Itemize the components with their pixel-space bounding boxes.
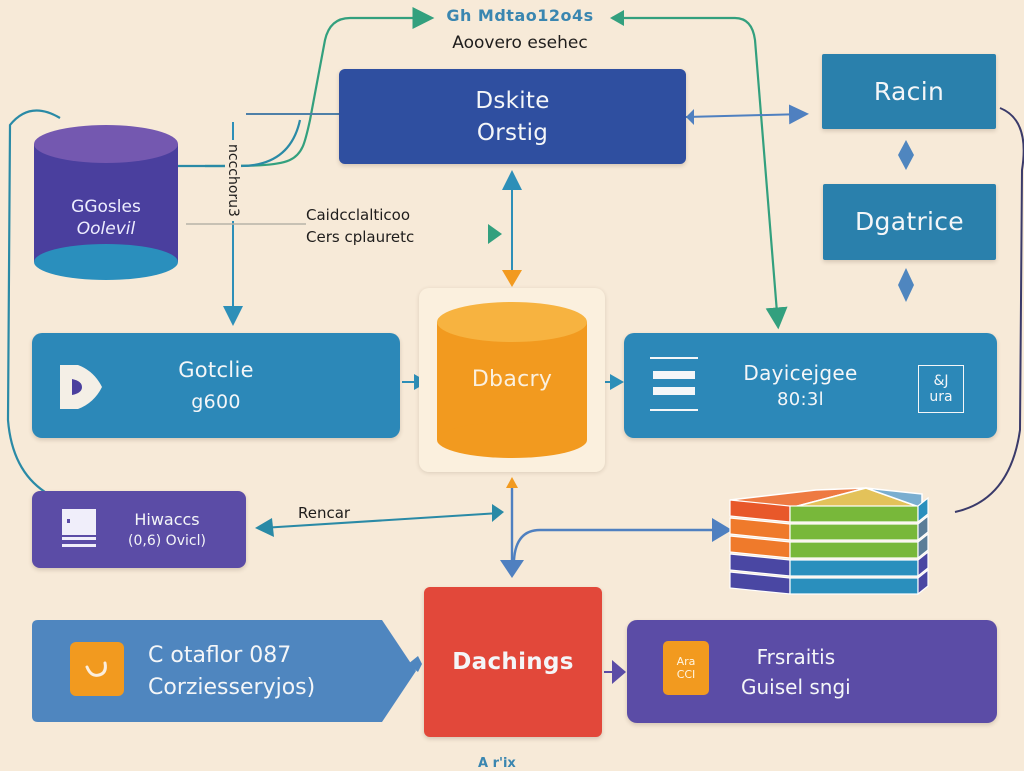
stack-layer-right bbox=[917, 496, 929, 524]
node-hiwaccs[interactable]: Hiwaccs (0,6) Ovicl) bbox=[32, 491, 246, 568]
node-dgatrice-label: Dgatrice bbox=[855, 207, 964, 236]
node-dayicejgee[interactable]: Dayicejgee 80:3l &J ura bbox=[624, 333, 997, 438]
stack-layer-right bbox=[917, 568, 929, 596]
connector-left-loop bbox=[6, 109, 61, 493]
node-dayicejgee-line2: 80:3l bbox=[777, 388, 824, 410]
annotation-mid: Caidcclalticoo Cers cplauretc bbox=[306, 204, 414, 248]
stack-layer-center bbox=[789, 541, 919, 559]
node-cotaflor-line1: C otaflor 087 bbox=[148, 643, 292, 668]
stack-top-face bbox=[865, 487, 923, 510]
connector-right-loop bbox=[954, 107, 1024, 513]
badge-icon: Ara CCI bbox=[663, 641, 709, 695]
node-database-left-line1: GGosles bbox=[71, 197, 141, 217]
stack-layer-center bbox=[789, 559, 919, 577]
badge-line1: Ara bbox=[676, 655, 696, 668]
stack-layer-right bbox=[917, 550, 929, 578]
stack-layer-center bbox=[789, 505, 919, 523]
diagram-subtitle: Aoovero esehec bbox=[452, 33, 588, 53]
node-gotclie-line2: g600 bbox=[191, 390, 241, 413]
footer-fragment: A r'ix bbox=[478, 756, 516, 771]
badge-line2: CCI bbox=[676, 668, 696, 681]
node-gotclie-line1: Gotclie bbox=[178, 357, 254, 382]
cylinder-icon bbox=[437, 302, 587, 458]
stack-layer-center bbox=[789, 523, 919, 541]
stack-layer-center bbox=[789, 577, 919, 595]
list-lines-icon bbox=[650, 357, 698, 417]
refresh-icon bbox=[70, 642, 124, 696]
node-frsraitis-line1: Frsraitis bbox=[756, 645, 836, 669]
node-gotclie[interactable]: Gotclie g600 bbox=[32, 333, 400, 438]
edge-label-rencar: Rencar bbox=[298, 504, 351, 522]
annotation-mid-line2: Cers cplauretc bbox=[306, 228, 415, 246]
d-shape-icon bbox=[58, 363, 104, 415]
connector-top-to-racin bbox=[685, 104, 809, 125]
node-cotaflor-line2: Corziesseryjos) bbox=[148, 675, 316, 700]
node-center-db-label: Dbacry bbox=[471, 367, 553, 392]
connector-title-left bbox=[204, 7, 435, 168]
connector-title-right bbox=[612, 16, 788, 330]
node-top-center-line2: Orstig bbox=[476, 119, 549, 146]
connector-rencar bbox=[261, 512, 501, 529]
layered-stack-icon bbox=[729, 487, 929, 596]
document-icon bbox=[62, 509, 96, 553]
node-database-left-line2: Oolevil bbox=[76, 219, 136, 239]
connector-db-curve bbox=[178, 119, 302, 168]
node-top-center[interactable]: Dskite Orstig bbox=[339, 69, 686, 164]
node-frsraitis[interactable]: Ara CCI Frsraitis Guisel sngi bbox=[627, 620, 997, 723]
diagram-title: Gh Mdtao12o4s bbox=[446, 6, 594, 25]
annotation-mid-line1: Caidcclalticoo bbox=[306, 206, 411, 224]
badge-icon: &J ura bbox=[918, 365, 964, 413]
node-frsraitis-line2: Guisel sngi bbox=[741, 675, 851, 699]
vertical-edge-label: nccchoru3 bbox=[225, 140, 241, 221]
node-hiwaccs-line2: (0,6) Ovicl) bbox=[128, 532, 206, 549]
node-racin[interactable]: Racin bbox=[822, 54, 996, 129]
badge-line1: &J bbox=[933, 373, 949, 389]
stack-layer-right bbox=[917, 532, 929, 560]
diagram-header: Gh Mdtao12o4s Aoovero esehec bbox=[420, 6, 620, 53]
cylinder-icon bbox=[34, 125, 178, 280]
node-dachings-label: Dachings bbox=[452, 649, 574, 675]
node-hiwaccs-line1: Hiwaccs bbox=[134, 509, 200, 529]
node-cotaflor[interactable]: C otaflor 087 Corziesseryjos) bbox=[32, 620, 416, 722]
node-dayicejgee-line1: Dayicejgee bbox=[743, 360, 858, 385]
connector-to-stack bbox=[512, 528, 715, 561]
arrowhead-title-right bbox=[610, 10, 624, 26]
stack-layer-right bbox=[917, 514, 929, 542]
node-top-center-line1: Dskite bbox=[475, 87, 550, 114]
node-dgatrice[interactable]: Dgatrice bbox=[823, 184, 996, 260]
node-racin-label: Racin bbox=[873, 76, 945, 106]
node-database-left[interactable]: GGosles Oolevil bbox=[33, 124, 179, 282]
node-dachings[interactable]: Dachings bbox=[424, 587, 602, 737]
arrowhead-annotation bbox=[488, 224, 502, 244]
node-center-db[interactable]: Dbacry bbox=[419, 288, 605, 472]
badge-line2: ura bbox=[929, 389, 953, 405]
